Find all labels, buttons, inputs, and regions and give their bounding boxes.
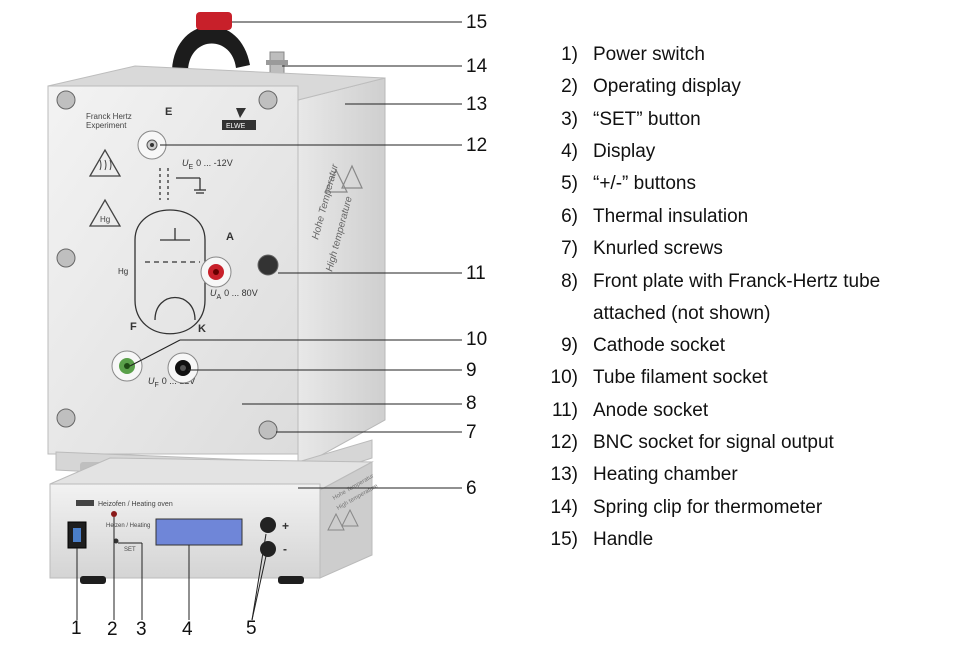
minus-label: - [283,542,287,556]
front-title: Franck Hertz Experiment [86,112,134,130]
front-title-line1: Franck Hertz [86,112,132,121]
base-title: Heizofen / Heating oven [98,501,173,508]
base-feet [80,576,304,584]
legend-label: Cathode socket [593,335,726,356]
front-title-line2: Experiment [86,121,127,130]
callout-13: 13 [466,94,488,115]
hg-warning-icon: Hg [88,198,122,227]
front-plate [47,85,299,455]
legend-number: 1) [561,44,578,65]
heat-label: Heizen / Heating [106,523,150,529]
legend-number: 11) [551,400,578,421]
legend-number: 3) [561,109,578,130]
hg-warning-label: Hg [100,215,110,224]
socket-f-label: F [130,321,137,333]
logo-text: ELWE [226,123,246,130]
legend-number: 12) [550,432,578,453]
operating-led [111,511,117,517]
hot-warning-icon [88,148,122,177]
callout-4: 4 [182,619,193,640]
tube-schematic [134,168,206,335]
handle [172,12,250,70]
legend-number: 13) [550,464,578,485]
legend-label: Handle [593,529,654,550]
legend-label: BNC socket for signal output [593,432,834,453]
knurled-screws [56,90,279,440]
legend-number: 15) [550,529,578,550]
legend-label: Power switch [593,44,705,65]
legend-number: 6) [561,206,578,227]
callout-14: 14 [466,56,488,77]
legend-number: 10) [550,367,578,388]
base-warning-icons [327,508,359,531]
callout-7: 7 [466,422,477,443]
legend-number: 8) [561,271,578,292]
callout-8: 8 [466,393,477,414]
cathode-socket [167,352,199,384]
legend-label: Front plate with Franck-Hertz tube [593,271,881,292]
socket-e-label: E [165,106,172,118]
socket-k-label: K [198,323,206,335]
legend-label: “+/-” buttons [593,173,696,194]
callout-11: 11 [466,263,486,284]
legend-label: Knurled screws [593,238,723,259]
legend-label: Display [593,141,656,162]
logo-icon: ELWE [222,108,256,130]
plus-label: + [282,519,289,533]
legend-label: Anode socket [593,400,709,421]
callout-6: 6 [466,478,477,499]
legend-label: Operating display [593,76,741,97]
legend-number: 5) [561,173,578,194]
legend-number: 7) [561,238,578,259]
power-switch-indicator [73,528,81,542]
lcd-display [155,518,243,546]
callout-3: 3 [136,619,147,640]
legend-label: “SET” button [593,109,701,130]
base-logo-icon [76,500,94,506]
legend-label: Thermal insulation [593,206,749,227]
filament-socket [111,350,143,382]
callout-10: 10 [466,329,488,350]
tube-hg-label: Hg [118,267,128,276]
socket-a-label: A [226,231,234,243]
legend-number: 4) [561,141,578,162]
callout-1: 1 [71,618,82,639]
callout-12: 12 [466,135,488,156]
legend-label: Heating chamber [593,464,738,485]
callout-2: 2 [107,619,118,640]
legend-number: 14) [550,497,578,518]
leader-lines [76,21,462,621]
set-label: SET [124,547,136,553]
legend-label: Tube filament socket [593,367,768,388]
callout-9: 9 [466,360,477,381]
legend-number: 9) [561,335,578,356]
callout-5: 5 [246,618,257,639]
legend-label: Spring clip for thermometer [593,497,823,518]
plus-button[interactable] [260,517,276,533]
callout-15: 15 [466,12,488,33]
side-warning-icons [324,164,363,193]
bnc-socket [137,130,167,160]
legend-label: attached (not shown) [593,303,771,324]
anode-socket [200,256,232,288]
set-button[interactable] [113,538,119,544]
legend-number: 2) [561,76,578,97]
